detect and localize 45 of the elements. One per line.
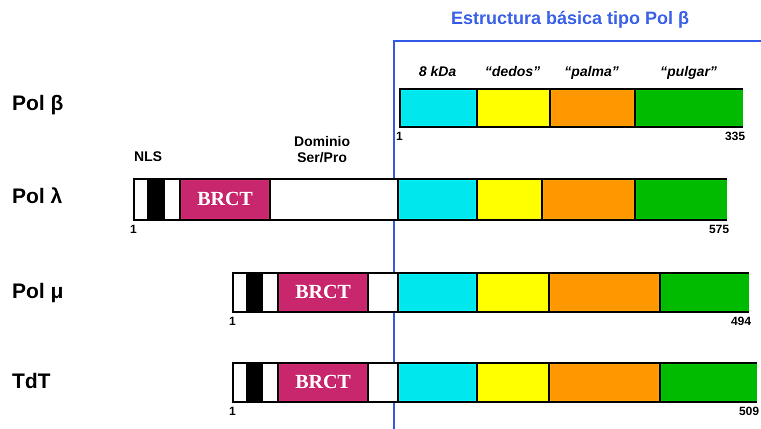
domain-segment [659, 364, 757, 401]
protein-name: Pol μ [12, 280, 64, 304]
domain-label: “dedos” [484, 63, 540, 79]
residue-number: 494 [730, 314, 751, 328]
domain-segment [548, 364, 659, 401]
domain-segment [548, 274, 659, 311]
domain-segment [397, 364, 476, 401]
residue-number: 335 [724, 129, 745, 143]
domain-segment [634, 90, 743, 126]
domain-segment [397, 274, 476, 311]
domain-segment [246, 364, 263, 401]
protein-bar [133, 178, 727, 221]
title: Estructura básica tipo Pol β [450, 8, 690, 29]
domain-box: BRCT [277, 364, 369, 401]
domain-segment [541, 180, 634, 219]
region-label: NLS [134, 148, 162, 164]
domain-segment [476, 180, 541, 219]
domain-segment [397, 180, 476, 219]
domain-segment [147, 180, 165, 219]
residue-number: 1 [229, 314, 236, 328]
residue-number: 1 [396, 129, 403, 143]
domain-segment [549, 90, 634, 126]
residue-number: 1 [229, 404, 236, 418]
region-label: Dominio Ser/Pro [293, 133, 351, 165]
domain-segment [476, 364, 548, 401]
protein-name: Pol λ [12, 185, 62, 209]
domain-segment [634, 180, 727, 219]
domain-label: “palma” [564, 63, 619, 79]
protein-bar [399, 88, 743, 128]
residue-number: 575 [708, 222, 729, 236]
domain-segment [476, 274, 548, 311]
domain-segment [246, 274, 263, 311]
protein-bar [232, 272, 749, 313]
protein-bar [232, 362, 757, 403]
domain-label: “pulgar” [660, 63, 717, 79]
domain-segment [399, 90, 476, 126]
domain-box: BRCT [179, 180, 271, 219]
protein-name: Pol β [12, 92, 64, 116]
residue-number: 1 [130, 222, 137, 236]
domain-box: BRCT [277, 274, 369, 311]
domain-label: 8 kDa [418, 63, 456, 79]
domain-segment [659, 274, 749, 311]
domain-segment [476, 90, 549, 126]
protein-name: TdT [12, 370, 50, 394]
residue-number: 509 [738, 404, 759, 418]
